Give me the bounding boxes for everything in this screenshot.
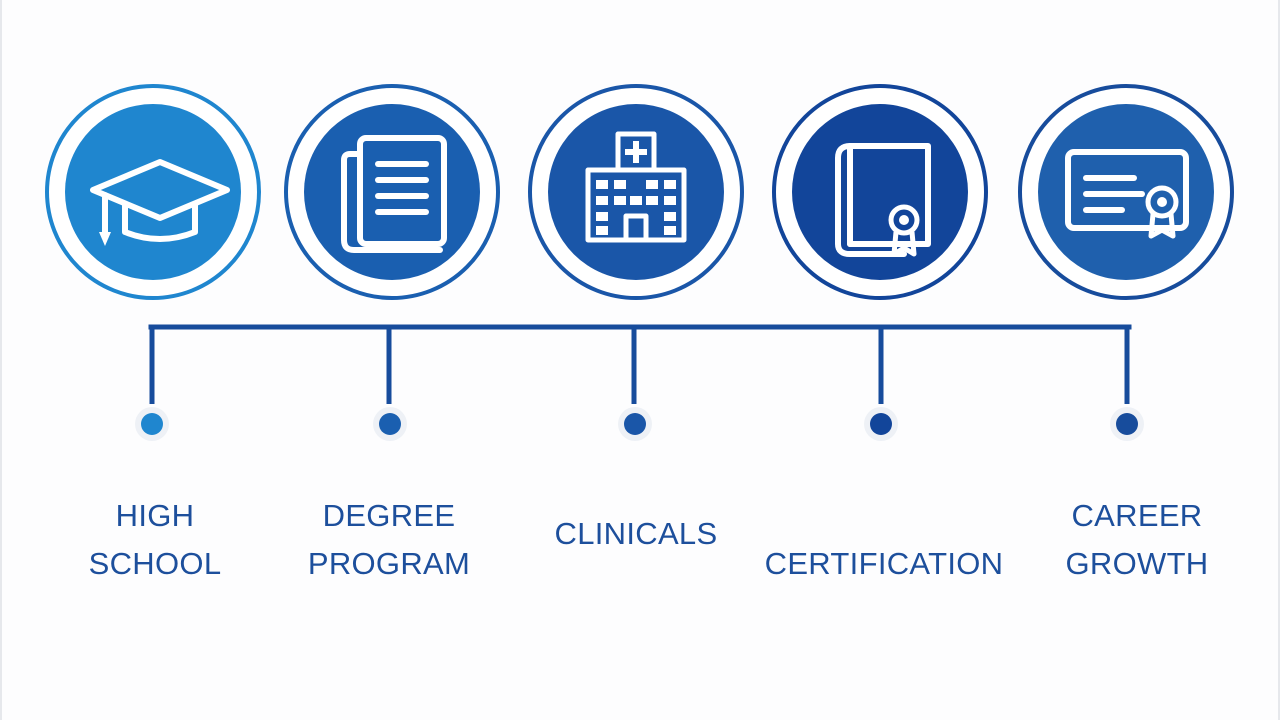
label-line: HIGH [115, 498, 195, 533]
step-label-certification: CERTIFICATION [754, 540, 1014, 588]
diploma-certificate-icon [1065, 149, 1189, 239]
step-label-high-school: HIGH SCHOOL [25, 492, 285, 588]
step-label-degree-program: DEGREE PROGRAM [259, 492, 519, 588]
timeline-dot-2 [373, 407, 407, 441]
certificate-book-icon [835, 143, 931, 257]
timeline-dot-3 [618, 407, 652, 441]
right-frame-edge [1278, 0, 1280, 720]
label-line: DEGREE [322, 498, 456, 533]
left-frame-edge [0, 0, 2, 720]
label-line: GROWTH [1065, 546, 1209, 581]
document-book-icon [341, 135, 447, 253]
hospital-icon [585, 131, 687, 243]
label-line: SCHOOL [88, 546, 222, 581]
label-line: CAREER [1071, 498, 1203, 533]
graduation-cap-icon [90, 159, 230, 246]
label-line: CERTIFICATION [764, 546, 1004, 581]
step-circle-degree-program [284, 84, 500, 300]
step-label-clinicals: CLINICALS [506, 510, 766, 558]
step-circle-clinicals [528, 84, 744, 300]
label-line: PROGRAM [307, 546, 471, 581]
step-circle-high-school [45, 84, 261, 300]
step-label-career-growth: CAREER GROWTH [1007, 492, 1267, 588]
step-circle-career-growth [1018, 84, 1234, 300]
step-circle-certification [772, 84, 988, 300]
timeline-dot-1 [135, 407, 169, 441]
label-line: CLINICALS [554, 516, 718, 551]
timeline-dot-5 [1110, 407, 1144, 441]
timeline-dot-4 [864, 407, 898, 441]
